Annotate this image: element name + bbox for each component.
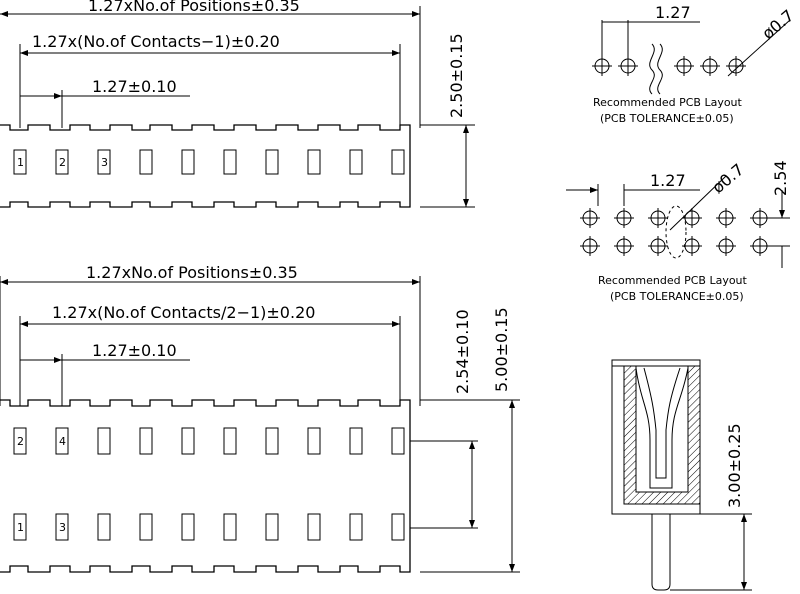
pcb-hole — [614, 208, 634, 228]
dim-total-double-label: 1.27xNo.of Positions±0.35 — [86, 263, 298, 282]
pcb-single-tolerance: (PCB TOLERANCE±0.05) — [600, 112, 734, 125]
dim-height-double: 5.00±0.15 — [420, 307, 520, 573]
contact-window — [307, 149, 321, 175]
dim-pitch-double: 1.27±0.10 — [20, 341, 190, 406]
pin-number: 2 — [59, 156, 66, 169]
pcb-hole — [716, 208, 736, 228]
single-row-header: 1.27xNo.of Positions±0.35 1.27x(No.of Co… — [0, 0, 475, 208]
contact-window — [223, 513, 237, 541]
pcb-hole — [648, 208, 668, 228]
pin-number: 3 — [59, 521, 66, 534]
dim-height-single: 2.50±0.15 — [420, 33, 475, 208]
contact-window — [349, 427, 363, 455]
pcb-hole — [716, 236, 736, 256]
contact-window — [349, 149, 363, 175]
double-row-bottom-contacts — [13, 513, 405, 541]
pcb-hole — [750, 208, 770, 228]
dim-total-double: 1.27xNo.of Positions±0.35 — [0, 263, 421, 406]
dim-pitch-single: 1.27±0.10 — [20, 77, 190, 128]
pcb-hole — [682, 236, 702, 256]
contact-window — [307, 427, 321, 455]
pcb-hole — [648, 236, 668, 256]
contact-window — [391, 513, 405, 541]
single-row-contacts — [13, 149, 405, 175]
pcb-hole — [682, 208, 702, 228]
dim-contacts-double-label: 1.27x(No.of Contacts/2−1)±0.20 — [52, 303, 315, 322]
dim-total-single: 1.27xNo.of Positions±0.35 — [0, 0, 421, 128]
dim-contacts-single: 1.27x(No.of Contacts−1)±0.20 — [19, 32, 401, 128]
contact-window — [55, 149, 69, 175]
contact-window — [223, 427, 237, 455]
pcb-double-row-pitch-label: 2.54 — [771, 160, 790, 196]
contact-window — [265, 149, 279, 175]
contact-window — [13, 513, 27, 541]
dim-contacts-single-label: 1.27x(No.of Contacts−1)±0.20 — [32, 32, 280, 51]
contact-window — [391, 149, 405, 175]
pcb-hole — [674, 56, 694, 76]
contact-window — [349, 513, 363, 541]
break-symbol — [649, 43, 663, 95]
double-row-header: 1.27xNo.of Positions±0.35 1.27x(No.of Co… — [0, 263, 520, 573]
pcb-hole — [618, 56, 638, 76]
contact-window — [139, 513, 153, 541]
contact-window — [139, 149, 153, 175]
dim-row-pitch-double-label: 2.54±0.10 — [453, 309, 472, 394]
dim-height-double-label: 5.00±0.15 — [492, 307, 511, 392]
pin-number: 1 — [17, 521, 24, 534]
pcb-hole — [580, 236, 600, 256]
contact-window — [223, 149, 237, 175]
double-row-top-contacts — [13, 427, 405, 455]
contact-side-view: 3.00±0.25 — [611, 359, 752, 591]
pcb-hole — [726, 56, 746, 76]
pcb-double-caption: Recommended PCB Layout — [598, 274, 748, 287]
dim-height-single-label: 2.50±0.15 — [447, 33, 466, 118]
pin-number: 3 — [101, 156, 108, 169]
break-ellipse — [665, 205, 687, 259]
dim-pitch-single-label: 1.27±0.10 — [92, 77, 177, 96]
single-row-connector-body: 1 2 3 — [0, 124, 411, 208]
contact-window — [265, 513, 279, 541]
contact-window — [97, 513, 111, 541]
pcb-single-hole-label: ø0.7 — [758, 6, 797, 43]
pin-number: 1 — [17, 156, 24, 169]
dim-total-single-label: 1.27xNo.of Positions±0.35 — [88, 0, 300, 15]
pcb-hole — [580, 208, 600, 228]
contact-window — [307, 513, 321, 541]
pcb-double-tolerance: (PCB TOLERANCE±0.05) — [610, 290, 744, 303]
dim-contacts-double: 1.27x(No.of Contacts/2−1)±0.20 — [19, 303, 401, 406]
contact-window — [265, 427, 279, 455]
contact-window — [139, 427, 153, 455]
pcb-hole — [592, 56, 612, 76]
dim-pitch-double-label: 1.27±0.10 — [92, 341, 177, 360]
contact-window — [97, 149, 111, 175]
pcb-double-pitch-label: 1.27 — [650, 171, 686, 190]
pcb-hole — [750, 236, 770, 256]
contact-window — [181, 149, 195, 175]
contact-window — [13, 427, 27, 455]
pcb-hole — [700, 56, 720, 76]
pcb-single-holes — [592, 56, 746, 76]
pcb-double-holes — [580, 208, 770, 256]
pcb-layout-double: 1.27 ø0.7 2.54 Recommended PCB Layout (P… — [566, 160, 790, 303]
dim-row-pitch-double: 2.54±0.10 — [410, 309, 478, 529]
pin-number: 4 — [59, 435, 66, 448]
pcb-hole — [614, 236, 634, 256]
contact-window — [55, 513, 69, 541]
double-row-connector-body: 2 4 1 3 — [0, 399, 411, 573]
contact-window — [55, 427, 69, 455]
contact-window — [391, 427, 405, 455]
contact-window — [181, 427, 195, 455]
pcb-single-pitch-label: 1.27 — [655, 3, 691, 22]
contact-window — [181, 513, 195, 541]
pcb-double-hole-label: ø0.7 — [708, 160, 747, 197]
pin-number: 2 — [17, 435, 24, 448]
contact-window — [97, 427, 111, 455]
side-view-length-label: 3.00±0.25 — [725, 423, 744, 508]
pcb-layout-single: 1.27 ø0.7 Recommended PCB Layout (PCB TO… — [592, 3, 798, 125]
pcb-single-caption: Recommended PCB Layout — [593, 96, 743, 109]
contact-window — [13, 149, 27, 175]
